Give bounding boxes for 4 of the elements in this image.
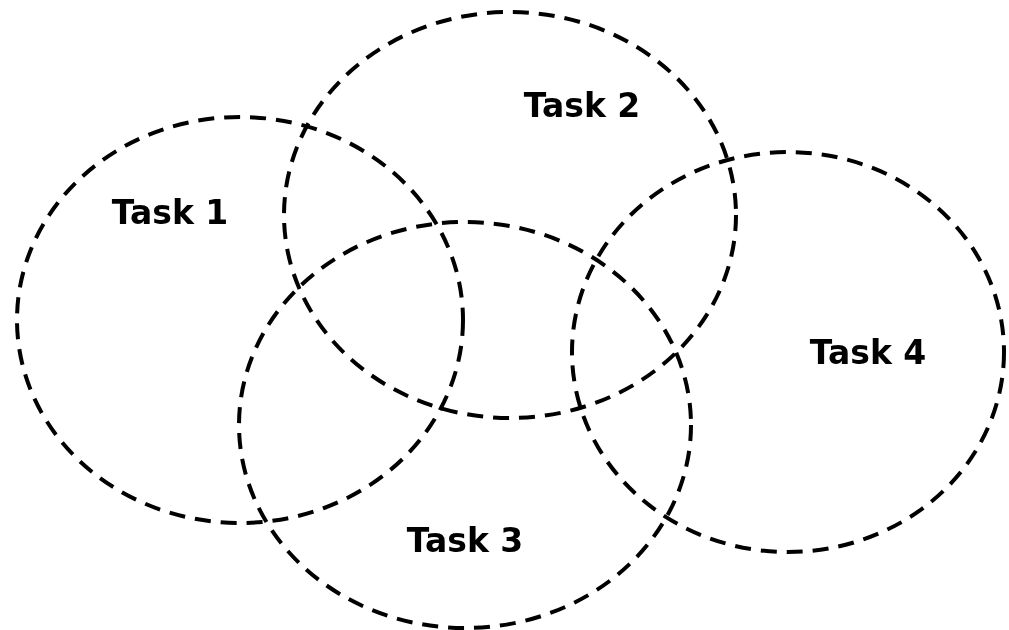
set-label: Task 1	[111, 192, 229, 232]
set-label: Task 2	[523, 85, 641, 125]
set-label: Task 4	[809, 332, 927, 372]
set-label: Task 3	[406, 520, 524, 560]
